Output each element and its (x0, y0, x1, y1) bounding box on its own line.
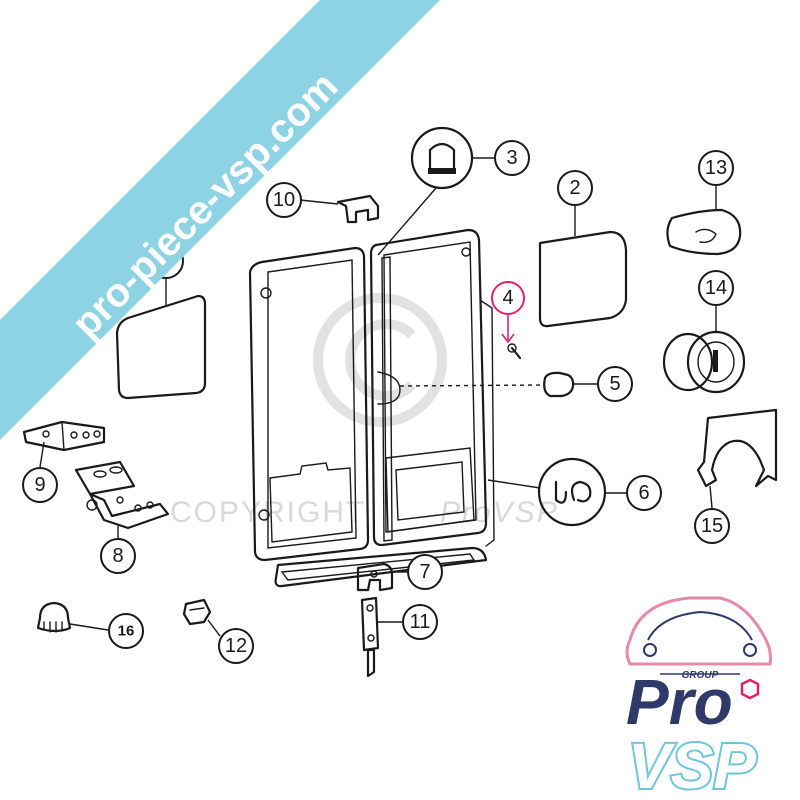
callout-13-label: 13 (705, 157, 727, 179)
callout-8: 8 (100, 538, 136, 574)
callout-10-label: 10 (273, 189, 295, 211)
logo-group-text: GROUP (682, 670, 719, 681)
callout-16: 16 (108, 613, 144, 649)
callout-11-label: 11 (410, 611, 431, 633)
part-6-seal-clip (537, 457, 626, 527)
logo-vsp-text: VSP (628, 730, 756, 800)
callout-3: 3 (494, 140, 530, 176)
callout-8-label: 8 (112, 545, 123, 567)
callout-4-label: 4 (502, 287, 513, 309)
door-assembly (248, 228, 546, 588)
part-11-bolt-latch (360, 596, 402, 678)
callout-12-label: 12 (225, 635, 247, 657)
banner-ribbon (0, 0, 440, 440)
callout-14-label: 14 (705, 277, 727, 299)
provsp-logo: GROUP Pro VSP (625, 596, 772, 800)
callout-15-label: 15 (701, 515, 723, 537)
callout-2: 2 (557, 170, 593, 206)
callout-6-label: 6 (638, 482, 649, 504)
part-10-bracket (299, 194, 380, 224)
callout-3-label: 3 (506, 147, 517, 169)
callout-9: 9 (22, 467, 58, 503)
callout-9-label: 9 (34, 474, 45, 496)
part-12-nut-cap (182, 598, 221, 637)
car-outline-icon (625, 596, 772, 666)
callout-16-label: 16 (118, 623, 135, 640)
watermark-copyright-text: COPYRIGHT (170, 496, 366, 529)
callout-11: 11 (402, 604, 438, 640)
part-16-knob (36, 601, 109, 633)
callout-5: 5 (597, 366, 633, 402)
callout-7-label: 7 (419, 561, 430, 583)
part-13-lock-cover (666, 186, 742, 256)
callout-2-label: 2 (569, 177, 580, 199)
hex-nut-icon (740, 678, 760, 700)
part-4-screw (501, 314, 522, 360)
callout-13: 13 (698, 150, 734, 186)
part-2-right-mirror-glass (538, 205, 628, 328)
callout-10: 10 (266, 182, 302, 218)
part-9-upper-hinge (22, 420, 106, 468)
copyright-watermark: COPYRIGHT ProVSP (170, 293, 557, 529)
copyright-symbol-icon (313, 293, 447, 427)
logo-pro-text: Pro (626, 666, 733, 738)
callout-6: 6 (626, 475, 662, 511)
callout-12: 12 (218, 628, 254, 664)
callout-4: 4 (491, 281, 525, 315)
part-14-lock-cylinder (662, 305, 746, 394)
callout-14: 14 (698, 270, 734, 306)
callout-5-label: 5 (609, 373, 620, 395)
corner-banner: pro-piece-vsp.com (0, 0, 440, 440)
callout-7: 7 (407, 554, 443, 590)
callout-15: 15 (694, 508, 730, 544)
part-15-retaining-clip (696, 408, 778, 509)
part-7-hinge-clip (356, 562, 408, 592)
part-3-seal-profile (377, 126, 494, 256)
part-8-lower-hinge (74, 460, 170, 538)
part-1-left-mirror-glass (115, 277, 207, 400)
part-5-latch-striker (543, 371, 598, 398)
